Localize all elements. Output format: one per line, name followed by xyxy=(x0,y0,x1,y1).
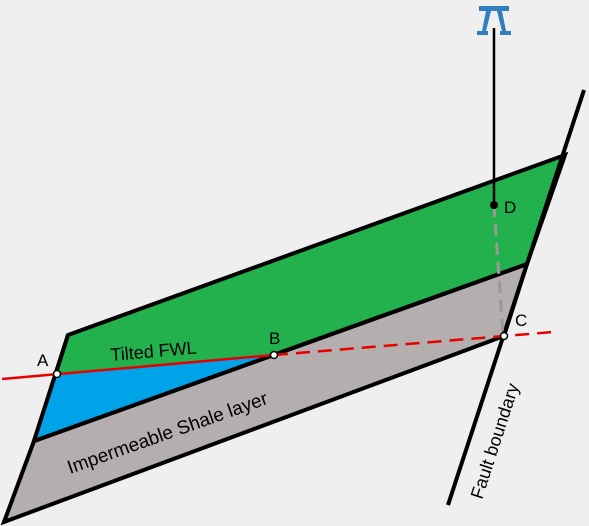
point-a-label: A xyxy=(37,351,49,370)
well-projection-line xyxy=(492,204,505,337)
point-d-marker xyxy=(490,201,498,209)
point-b-marker xyxy=(269,350,279,360)
fwl-solid-segment xyxy=(1,353,275,381)
fault-boundary-line xyxy=(446,89,586,506)
point-c-label: C xyxy=(515,311,527,330)
point-c-marker xyxy=(499,331,509,341)
reservoir-base-line xyxy=(33,262,528,443)
point-d-label: D xyxy=(504,198,516,217)
fault-boundary-label: Fault boundary xyxy=(467,381,523,501)
wellhead-icon xyxy=(477,6,511,35)
point-a-marker xyxy=(52,369,62,379)
point-b-label: B xyxy=(269,329,280,348)
reservoir-left-edge xyxy=(32,334,70,442)
